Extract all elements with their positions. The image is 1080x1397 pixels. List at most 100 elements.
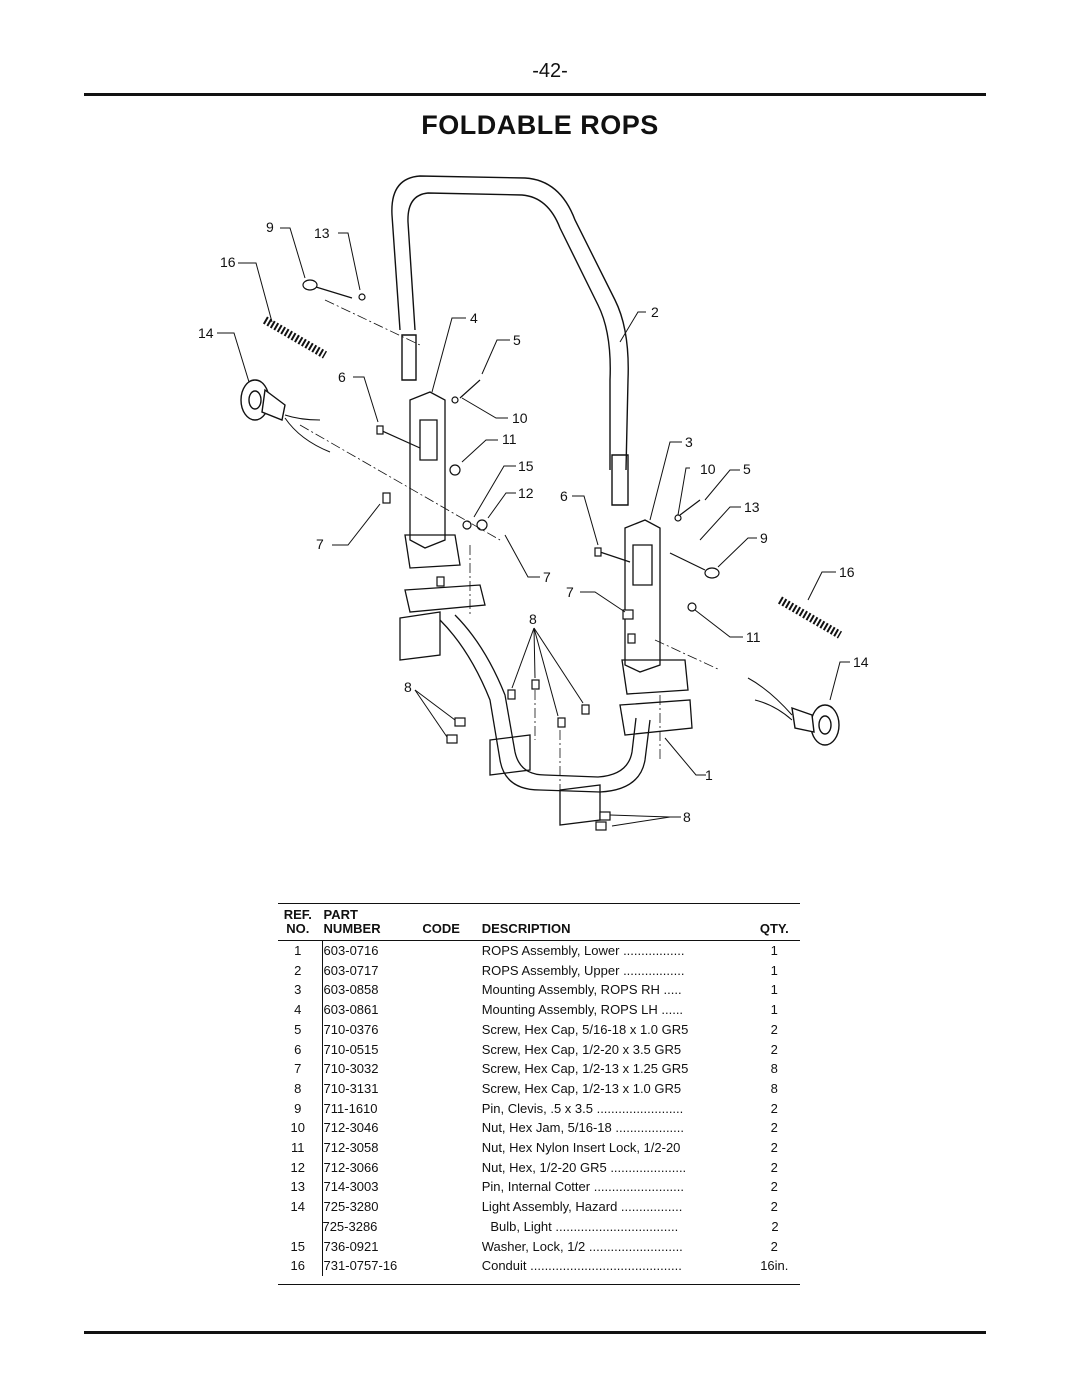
callout-3: 3 <box>685 434 693 450</box>
callout-6-left: 6 <box>338 369 346 385</box>
rops-upper-frame <box>391 175 629 506</box>
code-cell <box>422 1237 481 1257</box>
qty-cell: 2 <box>770 1100 778 1116</box>
header-code: CODE <box>422 921 460 936</box>
header-part-line1: PART <box>323 907 358 922</box>
header-description: DESCRIPTION <box>481 921 571 936</box>
qty-cell: 2 <box>770 1238 778 1254</box>
qty-cell: 2 <box>770 1120 778 1136</box>
callout-11-left: 11 <box>502 431 517 447</box>
qty-cell: 2 <box>770 1140 778 1156</box>
qty-cell: 2 <box>770 1021 778 1037</box>
table-row: 10 712-3046 Nut, Hex Jam, 5/16-18 ........… <box>278 1118 800 1138</box>
callout-15: 15 <box>518 458 534 474</box>
table-row: 725-3286 Bulb, Light ....................… <box>278 1217 800 1237</box>
ref-cell: 10 <box>290 1120 305 1136</box>
parts-list-table: REF. NO. PART NUMBER CODE DESCRIPTION QT… <box>278 903 800 1285</box>
qty-cell: 16in. <box>760 1258 789 1274</box>
ref-cell: 13 <box>290 1179 305 1195</box>
ref-cell: 4 <box>294 1002 302 1018</box>
description-cell: Conduit ................................… <box>481 1258 682 1274</box>
part-number-cell: 710-0515 <box>323 1041 379 1057</box>
code-cell <box>422 1000 481 1020</box>
part-number-cell: 603-0716 <box>323 943 379 958</box>
header-part: PART NUMBER <box>318 908 423 936</box>
description-cell: Screw, Hex Cap, 5/16-18 x 1.0 GR5 <box>481 1021 689 1037</box>
callout-5-right: 5 <box>743 461 751 477</box>
description-cell: Screw, Hex Cap, 1/2-13 x 1.25 GR5 <box>481 1061 689 1077</box>
description-cell: Pin, Clevis, .5 x 3.5 ..................… <box>481 1100 684 1116</box>
ref-cell: 7 <box>294 1061 302 1077</box>
qty-cell: 1 <box>770 982 778 998</box>
part-number-cell: 725-3286 <box>322 1218 378 1234</box>
callout-2: 2 <box>651 304 659 320</box>
table-header: REF. NO. PART NUMBER CODE DESCRIPTION QT… <box>278 904 800 937</box>
part-number-cell: 603-0717 <box>323 962 379 978</box>
callout-12: 12 <box>518 485 534 501</box>
callout-14-right: 14 <box>853 654 869 670</box>
code-cell <box>419 1217 477 1237</box>
ref-cell: 12 <box>290 1159 305 1175</box>
callout-10-right: 10 <box>700 461 716 477</box>
callout-10-left: 10 <box>512 410 528 426</box>
ref-cell: 3 <box>294 982 302 998</box>
table-row: 7 710-3032 Screw, Hex Cap, 1/2-13 x 1.25 G… <box>278 1059 800 1079</box>
exploded-parts-diagram: 1 2 3 4 5 5 6 6 7 7 7 8 8 8 9 9 10 10 11… <box>190 160 890 860</box>
qty-cell: 2 <box>770 1179 778 1195</box>
description-cell: Bulb, Light ............................… <box>490 1218 679 1234</box>
part-number-cell: 710-3032 <box>323 1061 379 1077</box>
conduits <box>262 316 843 639</box>
callout-9-left: 9 <box>266 219 274 235</box>
callout-7-right: 7 <box>566 584 574 600</box>
part-number-cell: 731-0757-16 <box>323 1258 398 1274</box>
part-number-cell: 711-1610 <box>323 1100 378 1116</box>
ref-cell: 14 <box>290 1199 305 1215</box>
qty-cell: 1 <box>770 1002 778 1018</box>
description-cell: ROPS Assembly, Lower ................. <box>481 943 685 958</box>
header-rule <box>278 940 800 941</box>
description-cell: Nut, Hex Jam, 5/16-18 ..................… <box>481 1120 684 1136</box>
qty-cell: 2 <box>771 1218 779 1234</box>
callout-6-right: 6 <box>560 488 568 504</box>
alignment-lines <box>299 299 721 790</box>
callout-8-center: 8 <box>529 611 537 627</box>
part-number-cell: 710-0376 <box>323 1021 379 1037</box>
hazard-lights <box>240 379 840 746</box>
qty-cell: 2 <box>770 1041 778 1057</box>
description-cell: ROPS Assembly, Upper ................. <box>481 962 685 978</box>
qty-cell: 8 <box>770 1080 778 1096</box>
callout-8-bottom: 8 <box>683 809 691 825</box>
ref-cell: 11 <box>291 1140 305 1156</box>
qty-cell: 1 <box>770 962 778 978</box>
part-number-cell: 712-3046 <box>323 1120 379 1136</box>
header-ref-line2: NO. <box>286 921 310 936</box>
top-rule <box>84 93 986 96</box>
column-divider <box>322 941 323 1276</box>
ref-cell: 15 <box>290 1238 305 1254</box>
header-ref: REF. NO. <box>278 908 318 936</box>
code-cell <box>422 961 481 981</box>
leader-lines <box>217 227 850 827</box>
part-number-cell: 710-3131 <box>323 1080 379 1096</box>
description-cell: Washer, Lock, 1/2 ......................… <box>481 1238 683 1254</box>
ref-cell <box>278 1217 316 1237</box>
callout-labels: 1 2 3 4 5 5 6 6 7 7 7 8 8 8 9 9 10 10 11… <box>198 219 869 825</box>
light-wires <box>284 414 793 721</box>
page-number: -42- <box>532 60 568 82</box>
description-cell: Light Assembly, Hazard ................. <box>481 1199 683 1215</box>
hardware <box>302 279 720 831</box>
description-cell: Screw, Hex Cap, 1/2-13 x 1.0 GR5 <box>481 1080 682 1096</box>
description-cell: Screw, Hex Cap, 1/2-20 x 3.5 GR5 <box>481 1041 682 1057</box>
description-cell: Pin, Internal Cotter ...................… <box>481 1179 684 1195</box>
rops-diagram-svg: 1 2 3 4 5 5 6 6 7 7 7 8 8 8 9 9 10 10 11… <box>198 175 869 831</box>
callout-14-left: 14 <box>198 325 214 341</box>
